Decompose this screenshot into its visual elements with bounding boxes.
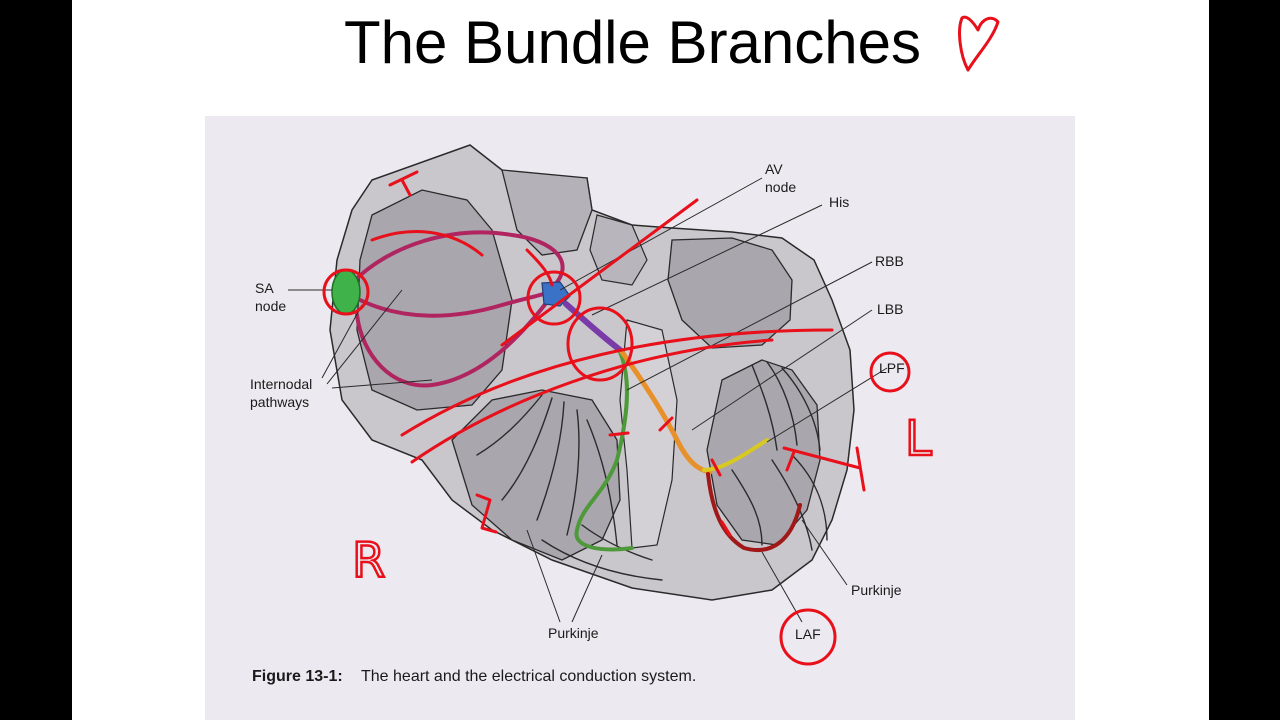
tick-top [388,170,419,197]
diagonal-line [500,198,699,347]
tick-right-bundle [608,431,630,437]
bracket-left-ventricle [782,446,866,492]
label-lbb: LBB [877,301,903,317]
av-node-circle [526,270,582,326]
right-bundle-branch-shape [574,350,634,552]
bundle-of-his-shape [563,301,623,353]
tick-left-bundle [658,416,674,432]
interventricular-septum [619,319,678,549]
heart-conduction-diagram: AV node His RBB LBB LPF SA node Internod… [250,15,1000,685]
left-anterior-fascicle-shape [706,472,802,552]
label-sa-line1: SA [255,280,274,296]
sa-node-shape [331,269,361,315]
label-lpf: LPF [879,360,905,376]
label-rbb: RBB [875,253,904,269]
conduction-system [331,230,802,552]
handwritten-r: R [352,533,385,589]
label-av-line1: AV [765,161,783,177]
tick-lpf-b [785,450,796,472]
figure-caption: Figure 13-1: The heart and the electrica… [252,668,696,685]
caption-number: Figure 13-1: [252,668,343,685]
cross-line-upper [400,328,834,437]
internodal-stroke-b [525,248,554,287]
purkinje-fibers [476,361,828,581]
internodal-pathway-anterior [353,230,565,292]
heart-illustration [329,144,855,601]
slide-title: The Bundle Branches [344,6,921,80]
lpf-circle [869,351,911,393]
cross-line-lower [410,338,774,464]
tick-lpf-a [710,458,722,477]
label-internodal-line2: pathways [250,394,309,410]
slide: The Bundle Branches [72,0,1209,720]
laf-circle [779,608,837,666]
sa-node-circle [322,268,370,316]
label-laf: LAF [795,626,821,642]
left-ventricle-cavity [706,359,821,546]
label-leader-lines [288,177,888,623]
left-bundle-branch-shape [619,349,713,475]
label-internodal-line1: Internodal [250,376,312,392]
aorta [501,169,593,256]
label-av-line2: node [765,179,796,195]
his-bundle-circle [566,306,634,382]
internodal-stroke-a [370,230,484,257]
label-purkinje-right: Purkinje [851,582,902,598]
printed-labels: AV node His RBB LBB LPF SA node Internod… [250,161,905,642]
label-his: His [829,194,849,210]
caption-text: The heart and the electrical conduction … [361,668,696,685]
bracket-right-ventricle [475,493,498,534]
right-ventricle-cavity [451,389,621,561]
tick-laf [720,520,732,537]
heart-doodle [958,15,1000,72]
handwritten-l: L [905,411,932,467]
internodal-pathway-middle [358,290,552,318]
label-purkinje-bottom: Purkinje [548,625,599,641]
handwritten-annotations: R L [322,15,1000,666]
slide-title-text: The Bundle Branches [344,9,922,76]
left-posterior-fascicle-shape [702,438,769,472]
label-sa-line2: node [255,298,286,314]
